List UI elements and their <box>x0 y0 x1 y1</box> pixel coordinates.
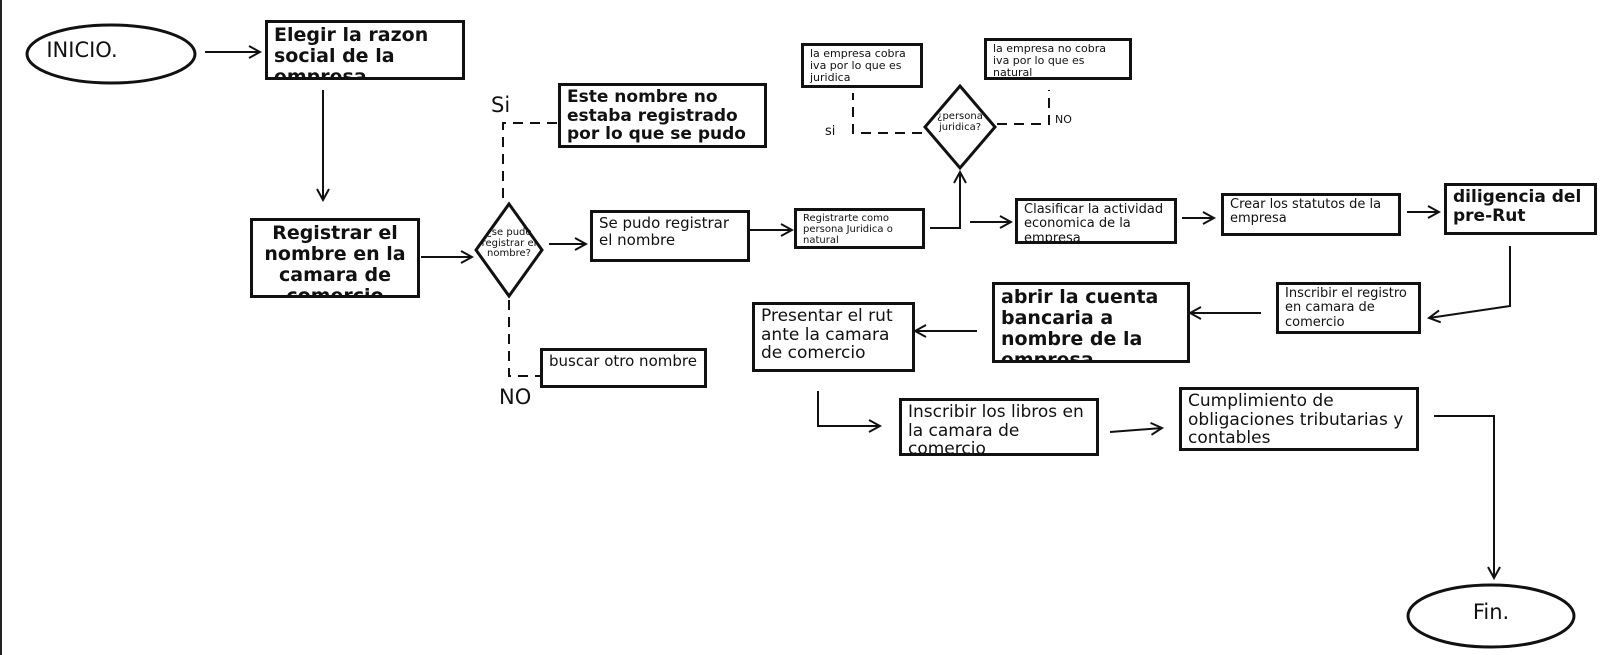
branch-no-nombre: NO <box>499 385 532 409</box>
dashed-si-nombre <box>502 122 558 198</box>
step-registrar-nombre: Registrar el nombre en la camara de come… <box>250 218 420 298</box>
arrow-registrarte-persona <box>930 172 960 229</box>
step-inscribir-libros: Inscribir los libros en la camara de com… <box>899 398 1099 456</box>
branch-si-nombre: Si <box>491 93 511 117</box>
step-empresa-no-cobra-iva: la empresa no cobra iva por lo que es na… <box>984 38 1132 80</box>
step-presentar-rut: Presentar el rut ante la camara de comer… <box>752 302 915 372</box>
start-terminal-shape <box>25 23 197 85</box>
branch-si-persona: si <box>825 124 836 139</box>
step-nombre-no-registrado: Este nombre no estaba registrado por lo … <box>558 83 767 148</box>
decision-persona-shape <box>923 83 997 171</box>
dashed-no-persona <box>997 90 1050 125</box>
arrow-presentar-libros <box>817 391 880 426</box>
arrow-libros-cumplimiento <box>1109 428 1162 432</box>
decision-nombre-shape <box>474 201 544 299</box>
dashed-si-persona <box>852 93 922 134</box>
arrow-prerut-inscribir <box>1429 246 1511 318</box>
end-terminal: Fin. <box>1472 600 1510 624</box>
step-empresa-cobra-iva: la empresa cobra iva por lo que es jurid… <box>801 43 923 88</box>
step-registrarte-persona: Registrarte como persona Juridica o natu… <box>794 208 925 249</box>
step-se-pudo-registrar: Se pudo registrar el nombre <box>590 210 750 262</box>
step-clasificar-actividad: Clasificar la actividad economica de la … <box>1015 198 1177 244</box>
branch-no-persona: NO <box>1055 113 1072 126</box>
decision-se-pudo-registrar: ¿se pudo registrar el nombre? <box>481 227 537 259</box>
step-diligencia-pre-rut: diligencia del pre-Rut <box>1444 183 1597 235</box>
step-buscar-otro-nombre: buscar otro nombre <box>540 348 707 388</box>
decision-persona-juridica: ¿persona juridica? <box>937 111 983 133</box>
step-cumplimiento-obligaciones: Cumplimiento de obligaciones tributarias… <box>1179 387 1419 451</box>
step-crear-estatutos: Crear los statutos de la empresa <box>1221 193 1401 236</box>
dashed-no-nombre <box>508 300 542 377</box>
end-terminal-shape <box>1406 583 1576 649</box>
step-inscribir-registro: Inscribir el registro en camara de comer… <box>1276 282 1421 334</box>
arrow-cumplimiento-fin <box>1434 415 1494 578</box>
step-abrir-cuenta-bancaria: abrir la cuenta bancaria a nombre de la … <box>992 282 1190 363</box>
step-elegir-razon-social: Elegir la razon social de la empresa <box>265 20 465 80</box>
start-terminal: INICIO. <box>46 38 118 62</box>
